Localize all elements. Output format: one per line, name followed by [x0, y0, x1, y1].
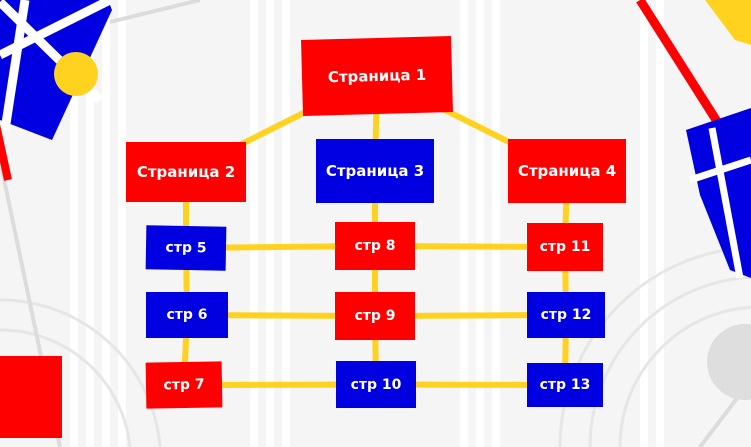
node-str-13-label: стр 13 [539, 377, 591, 393]
node-str-11: стр 11 [527, 223, 603, 271]
yellow-shape-top-right [705, 0, 751, 45]
node-page-4: Страница 4 [508, 139, 626, 203]
node-str-9: стр 9 [335, 292, 415, 340]
node-page-2: Страница 2 [126, 142, 246, 202]
node-str-9-label: стр 9 [354, 308, 396, 324]
node-str-13: стр 13 [527, 363, 603, 407]
grey-circle-right [707, 324, 751, 400]
node-str-12: стр 12 [527, 292, 605, 338]
node-str-12-label: стр 12 [540, 307, 592, 323]
node-page-4-label: Страница 4 [517, 162, 617, 180]
node-page-1: Страница 1 [301, 36, 453, 116]
node-page-3-label: Страница 3 [325, 162, 425, 180]
red-square-bottom-left [0, 356, 62, 438]
node-str-10: стр 10 [336, 361, 416, 408]
node-str-8-label: стр 8 [354, 238, 396, 254]
node-page-1-label: Страница 1 [327, 65, 427, 87]
node-str-5: стр 5 [145, 225, 227, 271]
node-str-5-label: стр 5 [165, 239, 207, 257]
yellow-circle-top-left [54, 52, 98, 96]
node-str-7: стр 7 [145, 361, 223, 409]
node-str-10-label: стр 10 [350, 376, 402, 393]
node-str-11-label: стр 11 [539, 239, 591, 255]
node-str-8: стр 8 [335, 222, 415, 270]
node-str-6: стр 6 [146, 292, 228, 338]
node-str-6-label: стр 6 [166, 307, 208, 323]
node-str-7-label: стр 7 [163, 376, 205, 394]
node-page-3: Страница 3 [316, 139, 434, 203]
node-page-2-label: Страница 2 [136, 163, 236, 181]
